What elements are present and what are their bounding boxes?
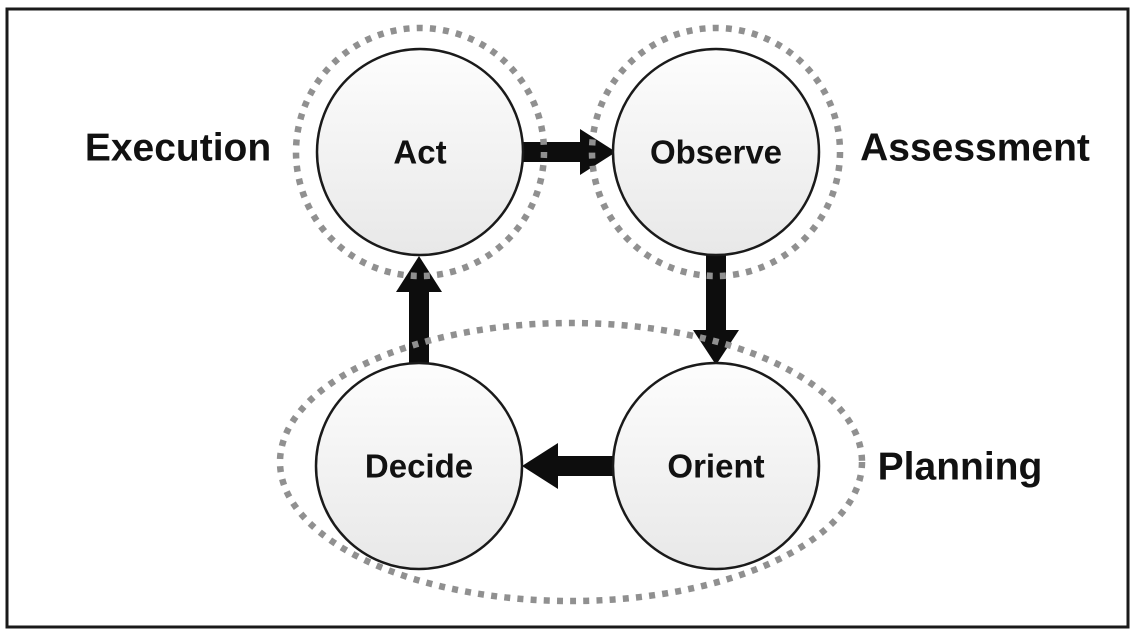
node-label-decide: Decide [365,448,473,485]
planning-phase-ellipse [276,319,866,605]
arrow-observe-to-orient [693,255,739,365]
node-label-act: Act [393,134,446,171]
arrowhead-down-icon [693,330,739,365]
phase-label-planning: Planning [878,446,1043,489]
arrow-decide-to-act [396,256,442,363]
arrowhead-up-icon [396,256,442,292]
diagram-border [5,7,1130,629]
node-circle-orient [611,361,821,571]
execution-phase-ring [292,24,548,280]
arrow-orient-to-decide [522,443,613,489]
phase-label-assessment: Assessment [860,127,1090,170]
arrowhead-left-icon [522,443,558,489]
arrowhead-right-icon [580,129,616,175]
assessment-phase-ring [588,24,844,280]
phase-label-execution: Execution [85,127,271,170]
node-circle-act [315,47,525,257]
node-circle-observe [611,47,821,257]
node-circle-decide [314,361,524,571]
node-label-observe: Observe [650,134,782,171]
node-label-orient: Orient [667,448,764,485]
arrow-act-to-observe [523,129,616,175]
